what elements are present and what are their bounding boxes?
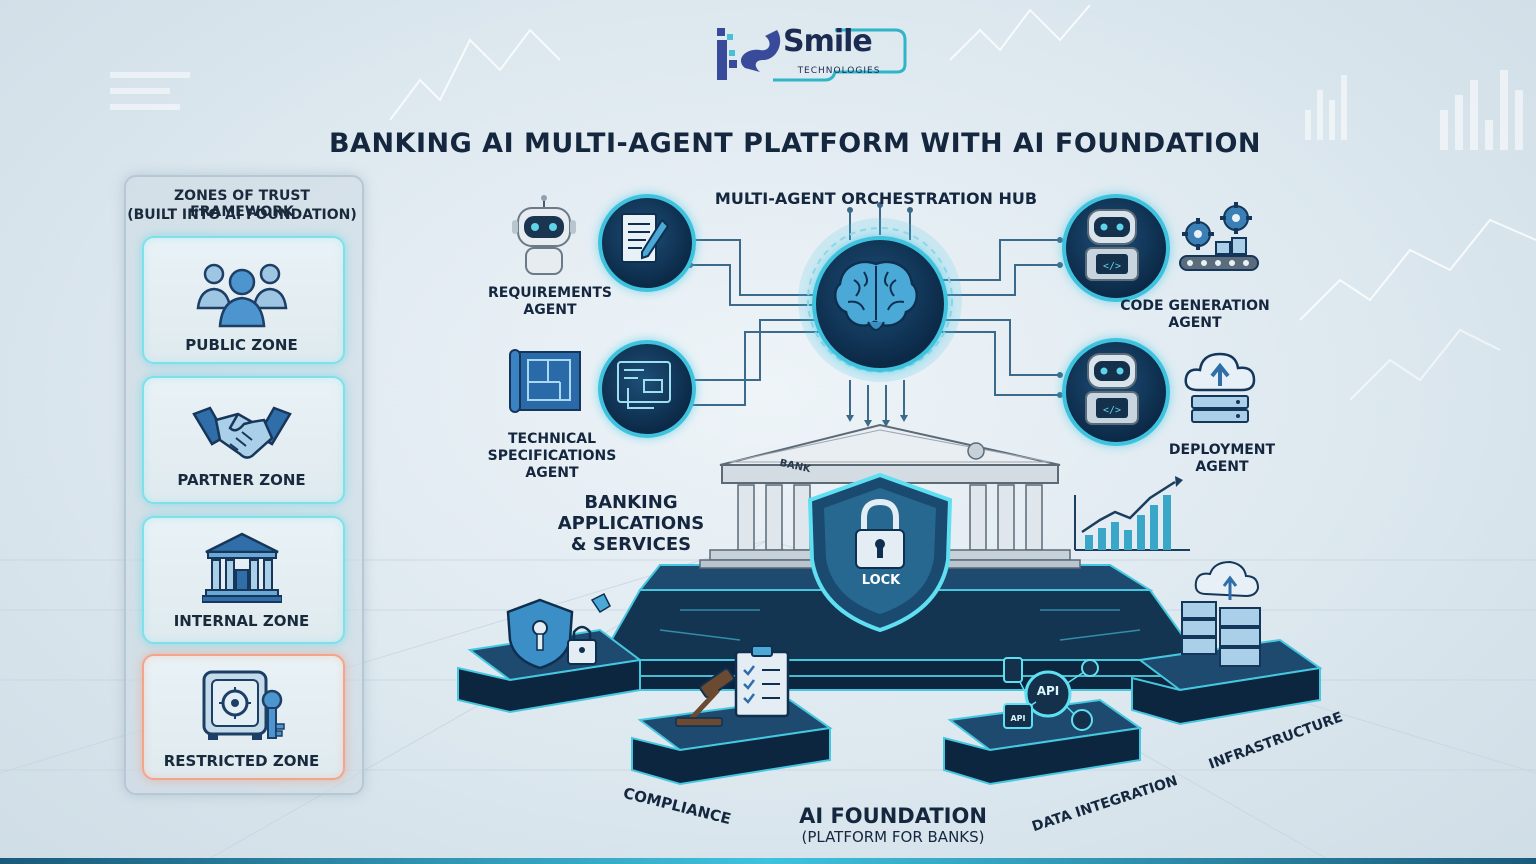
blueprint-icon <box>509 349 581 413</box>
banking-apps-label: BANKING APPLICATIONS & SERVICES <box>557 492 705 555</box>
spec-sheet-icon <box>617 361 671 409</box>
cloud-upload-server-icon <box>1184 352 1256 423</box>
partner-zone-label: PARTNER ZONE <box>177 471 306 489</box>
security-module <box>457 592 643 714</box>
code-generation-agent-label: CODE GENERATION AGENT <box>1120 298 1270 331</box>
api-badge: API <box>1036 684 1060 698</box>
deployment-agent-label: DEPLOYMENT AGENT <box>1168 442 1276 475</box>
document-pen-icon <box>621 213 670 263</box>
restricted-zone-label: RESTRICTED ZONE <box>163 752 320 770</box>
handshake-icon <box>192 406 292 459</box>
partner-zone-card[interactable] <box>142 376 345 504</box>
lock-label: LOCK <box>861 573 901 588</box>
technical-specs-agent-label: TECHNICAL SPECIFICATIONS AGENT <box>487 431 617 481</box>
requirements-robot-icon <box>512 195 576 275</box>
infrastructure-module <box>1131 560 1323 726</box>
requirements-agent-node[interactable] <box>598 194 696 292</box>
compliance-module <box>631 645 833 786</box>
gears-conveyor-icon <box>1179 202 1259 271</box>
internal-zone-label: INTERNAL ZONE <box>173 612 310 630</box>
company-logo <box>717 28 907 82</box>
logo-wordmark: Smile <box>783 24 873 59</box>
people-icon <box>196 263 288 328</box>
svg-text:</>: </> <box>1103 261 1121 272</box>
safe-icon <box>202 670 285 740</box>
growth-chart-icon <box>1074 476 1190 551</box>
hub-label: MULTI-AGENT ORCHESTRATION HUB <box>714 189 1038 208</box>
technical-specs-agent-node[interactable] <box>598 340 696 438</box>
logo-subtitle: TECHNOLOGIES <box>797 66 881 76</box>
zones-panel-heading: ZONES OF TRUST FRAMEWORK <box>174 188 310 220</box>
svg-text:</>: </> <box>1103 405 1121 416</box>
requirements-agent-label: REQUIREMENTS AGENT <box>487 285 612 318</box>
page-title: BANKING AI MULTI-AGENT PLATFORM WITH AI … <box>328 128 1262 159</box>
api-small-badge: API <box>1010 714 1026 723</box>
bank-building-icon <box>202 532 282 603</box>
coder-robot-icon: </> <box>1085 209 1139 281</box>
public-zone-label: PUBLIC ZONE <box>185 336 298 354</box>
deploy-robot-icon: </> <box>1085 353 1139 425</box>
ai-foundation-subtitle: (PLATFORM FOR BANKS) <box>801 828 985 846</box>
brain-icon <box>833 260 919 331</box>
data-integration-module <box>943 657 1143 786</box>
bottom-accent-bar <box>0 858 1536 864</box>
zones-panel-subheading: (BUILT INTO AI FOUNDATION) <box>127 207 357 223</box>
ai-foundation-title: AI FOUNDATION <box>799 804 987 828</box>
